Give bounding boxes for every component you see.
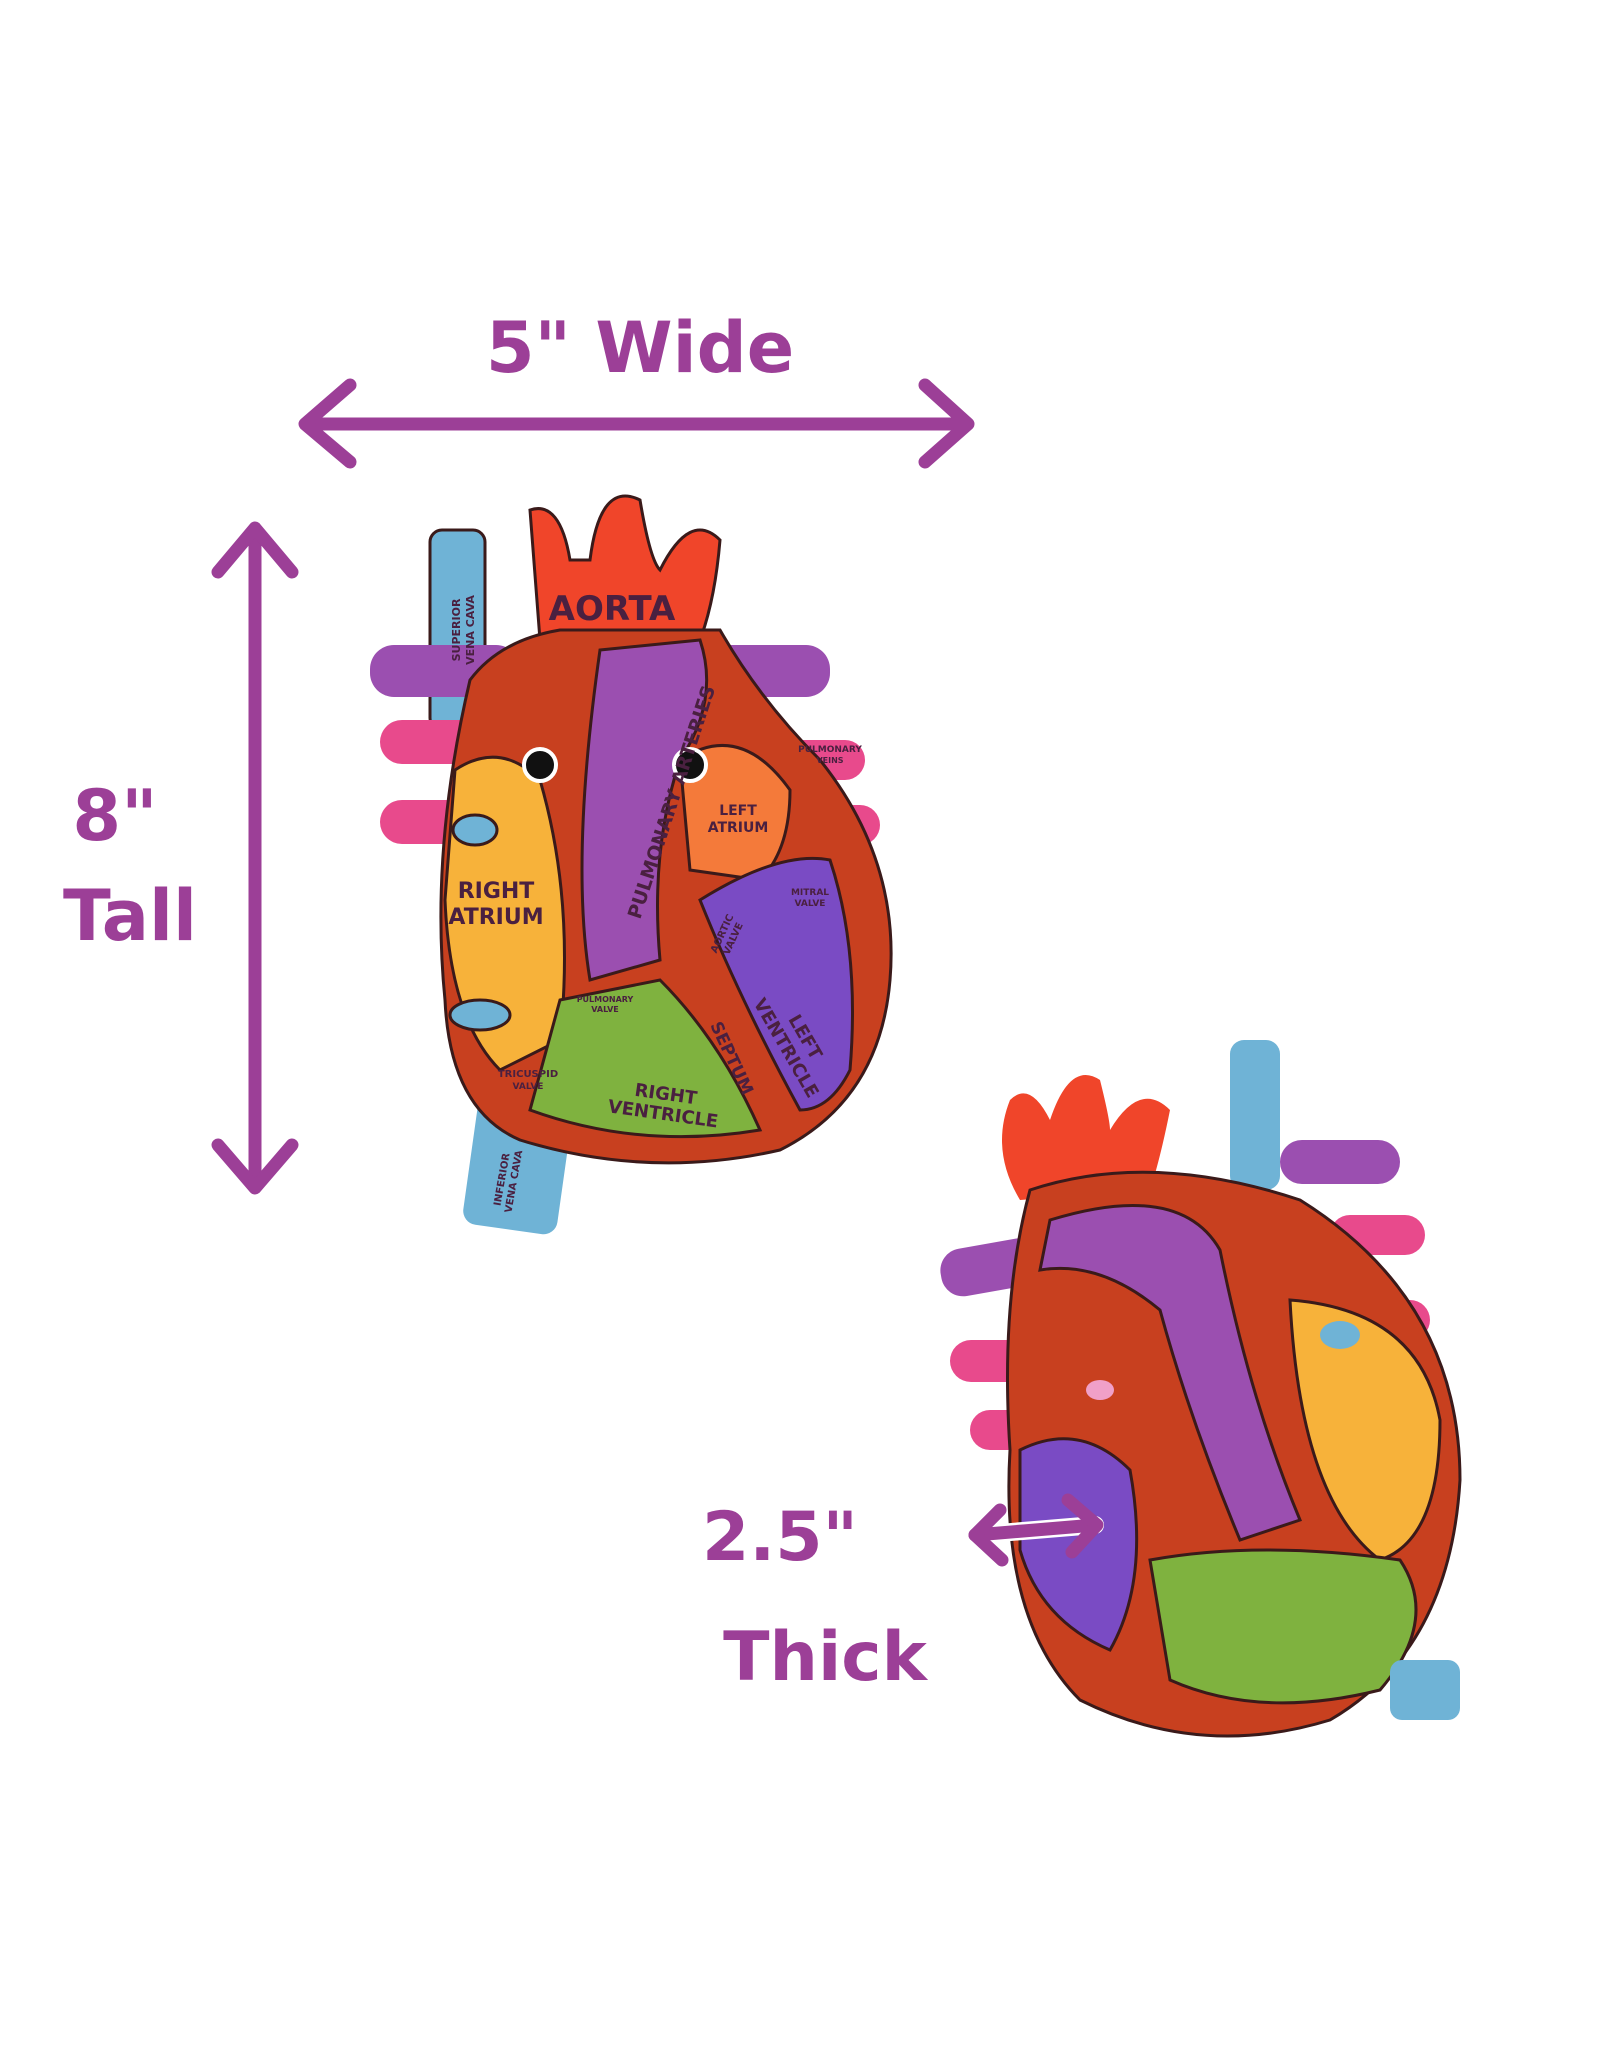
googly-eye-left bbox=[522, 747, 558, 783]
label-tricuspid-valve-2: VALVE bbox=[513, 1082, 544, 1092]
width-annotation: 5" Wide bbox=[298, 307, 975, 469]
thickness-annotation: 2.5" Thick bbox=[702, 1493, 1104, 1697]
side-inferior-vena-cava bbox=[1390, 1660, 1460, 1720]
vein-opening bbox=[451, 813, 499, 847]
label-mitral-valve: MITRAL bbox=[791, 888, 829, 898]
width-arrow-icon bbox=[298, 378, 975, 469]
label-right-atrium: RIGHT bbox=[458, 879, 535, 904]
side-right-atrium bbox=[1288, 1298, 1442, 1562]
label-aorta: AORTA bbox=[549, 589, 676, 629]
aorta bbox=[528, 494, 722, 642]
label-mitral-valve-2: VALVE bbox=[795, 899, 826, 909]
height-annotation: 8" Tall bbox=[63, 521, 299, 1195]
side-vein-opening bbox=[1086, 1380, 1114, 1400]
thickness-value: 2.5" bbox=[702, 1498, 858, 1577]
side-vena-cava bbox=[1230, 1040, 1280, 1190]
label-pulmonary-valve-2: VALVE bbox=[591, 1005, 619, 1014]
pulmonary-artery bbox=[580, 638, 709, 982]
side-vein-opening bbox=[1320, 1321, 1360, 1349]
label-pulmonary-valve: PULMONARY bbox=[577, 995, 634, 1004]
label-superior-vena-cava-2: VENA CAVA bbox=[464, 595, 477, 665]
width-label: 5" Wide bbox=[486, 307, 794, 389]
left-ventricle bbox=[698, 856, 854, 1112]
label-pulmonary-veins: PULMONARY bbox=[798, 745, 862, 755]
heart-plush-front: AORTA SUPERIOR VENA CAVA PULMONARY ARTER… bbox=[370, 494, 893, 1235]
height-arrow-icon bbox=[211, 521, 299, 1195]
label-left-atrium-2: ATRIUM bbox=[708, 820, 769, 836]
side-aorta bbox=[1002, 1075, 1170, 1200]
right-ventricle bbox=[528, 978, 763, 1139]
googly-eye-right bbox=[672, 747, 708, 783]
thickness-arrow-icon bbox=[966, 1493, 1104, 1567]
label-pulmonary-veins-2: VEINS bbox=[816, 756, 843, 765]
side-right-ventricle bbox=[1148, 1548, 1418, 1705]
height-word: Tall bbox=[63, 875, 197, 957]
side-purple-branch bbox=[1280, 1140, 1400, 1184]
label-right-atrium-2: ATRIUM bbox=[448, 905, 543, 930]
heart-plush-side bbox=[940, 1040, 1462, 1738]
label-tricuspid-valve: TRICUSPID bbox=[498, 1069, 558, 1080]
height-value: 8" bbox=[72, 775, 157, 857]
thickness-word: Thick bbox=[723, 1618, 928, 1697]
side-pulmonary-artery bbox=[1038, 1204, 1303, 1542]
label-superior-vena-cava: SUPERIOR bbox=[450, 598, 463, 661]
vein-opening bbox=[448, 998, 512, 1032]
label-left-atrium: LEFT bbox=[719, 803, 757, 819]
